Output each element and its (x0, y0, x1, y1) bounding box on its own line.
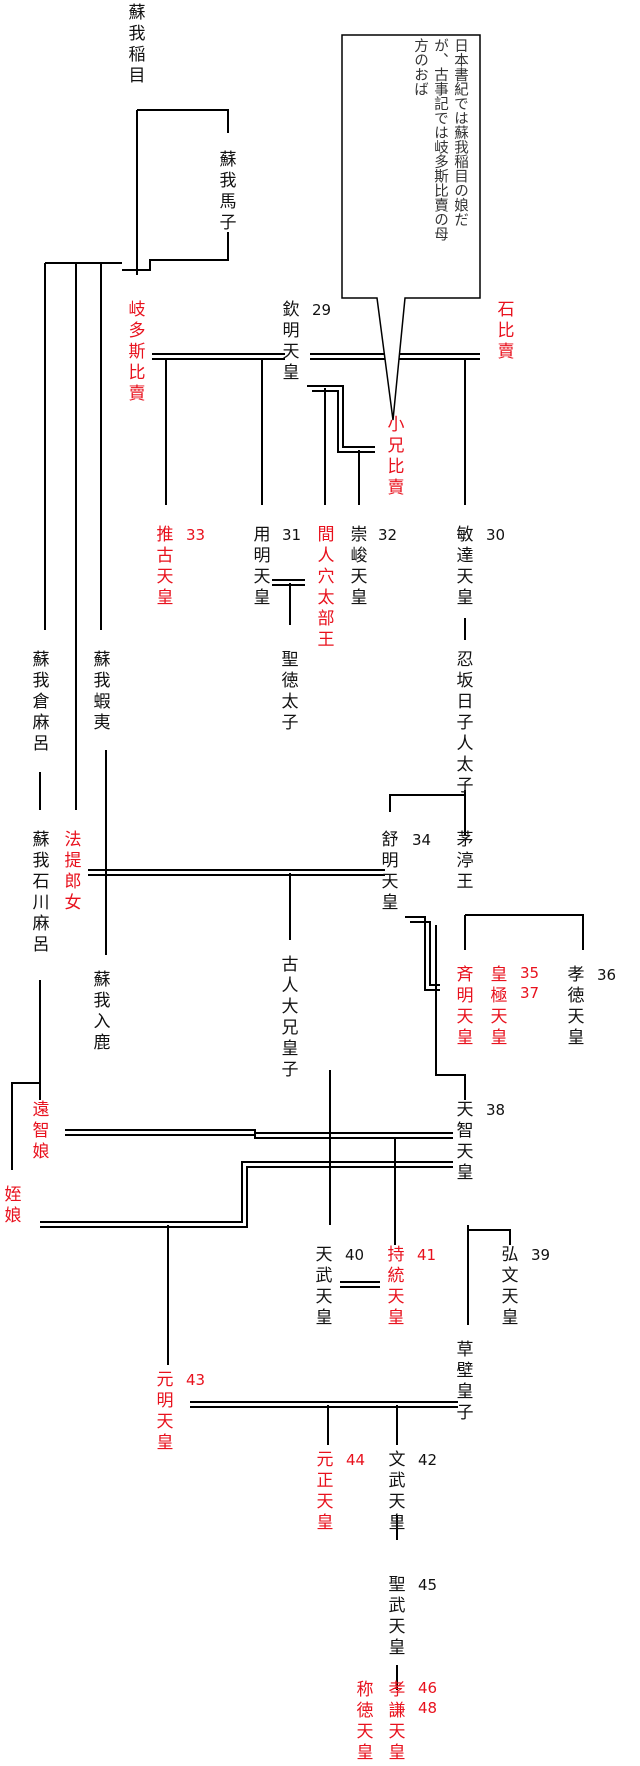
person-saimei: 斉明天皇 (456, 965, 474, 1048)
reign-number-kinmei: 29 (312, 301, 332, 319)
person-soga-umako: 蘇我馬子 (219, 150, 237, 233)
reign-number-sushun: 32 (378, 526, 398, 544)
person-jomei: 舒明天皇 (381, 830, 399, 913)
person-kogyoku: 皇極天皇 (490, 965, 508, 1048)
reign-number-jomei: 34 (412, 831, 432, 849)
callout-note: 日本書紀では蘇我稲目の娘だが、古事記では岐多斯比賣の母方のおば (412, 38, 468, 241)
person-tenji: 天智天皇 (456, 1100, 474, 1183)
person-gensho: 元正天皇 (316, 1450, 334, 1533)
reign-number-tenji: 38 (486, 1101, 506, 1119)
person-ochi: 遠智娘 (32, 1100, 50, 1162)
callout-bubble (341, 34, 481, 421)
person-suiko: 推古天皇 (156, 525, 174, 608)
person-chinu: 茅渟王 (456, 830, 474, 892)
reign-number-suiko: 33 (186, 526, 206, 544)
person-genmei: 元明天皇 (156, 1370, 174, 1453)
person-kobun: 弘文天皇 (501, 1245, 519, 1328)
person-kitashihime: 岐多斯比賣 (128, 300, 146, 404)
reign-number-kotoku: 36 (597, 966, 617, 984)
reign-number-tenmu: 40 (345, 1246, 365, 1264)
person-oanehime: 小兄比賣 (387, 415, 405, 498)
person-hote: 法提郎女 (64, 830, 82, 913)
person-soga-emishi: 蘇我蝦夷 (93, 650, 111, 733)
person-jito: 持統天皇 (387, 1245, 405, 1328)
reign-number-genmei: 43 (186, 1371, 206, 1389)
reign-number-kobun: 39 (531, 1246, 551, 1264)
person-kotoku: 孝徳天皇 (567, 965, 585, 1048)
person-koken: 孝謙天皇 (388, 1680, 406, 1763)
reign-number-koken: 46 48 (418, 1679, 438, 1717)
person-soga-ishikawamaro: 蘇我石川麻呂 (32, 830, 50, 955)
reign-number-kogyoku: 35 37 (520, 964, 540, 1002)
person-soga-kuramaro: 蘇我倉麻呂 (32, 650, 50, 754)
reign-number-shomu: 45 (418, 1576, 438, 1594)
person-monmu: 文武天皇 (388, 1450, 406, 1533)
reign-number-yomei: 31 (282, 526, 302, 544)
person-shotoku-tenno: 称徳天皇 (356, 1680, 374, 1763)
person-sushun: 崇峻天皇 (350, 525, 368, 608)
person-shotoku-taishi: 聖徳太子 (281, 650, 299, 733)
person-soga-iname: 蘇我稲目 (128, 3, 146, 86)
reign-number-bidatsu: 30 (486, 526, 506, 544)
reign-number-monmu: 42 (418, 1451, 438, 1469)
person-shomu: 聖武天皇 (388, 1575, 406, 1658)
person-mei: 姪娘 (4, 1185, 22, 1226)
person-oshisaka: 忍坂日子人太子 (456, 650, 474, 796)
person-yomei: 用明天皇 (253, 525, 271, 608)
person-kusakabe: 草壁皇子 (456, 1340, 474, 1423)
person-tenmu: 天武天皇 (315, 1245, 333, 1328)
person-hashihito: 間人穴太部王 (317, 525, 335, 650)
reign-number-gensho: 44 (346, 1451, 366, 1469)
person-kinmei: 欽明天皇 (282, 300, 300, 383)
reign-number-jito: 41 (417, 1246, 437, 1264)
person-soga-iruka: 蘇我入鹿 (93, 970, 111, 1053)
person-ishihime: 石比賣 (497, 300, 515, 362)
person-furuhito: 古人大兄皇子 (281, 955, 299, 1080)
person-bidatsu: 敏達天皇 (456, 525, 474, 608)
